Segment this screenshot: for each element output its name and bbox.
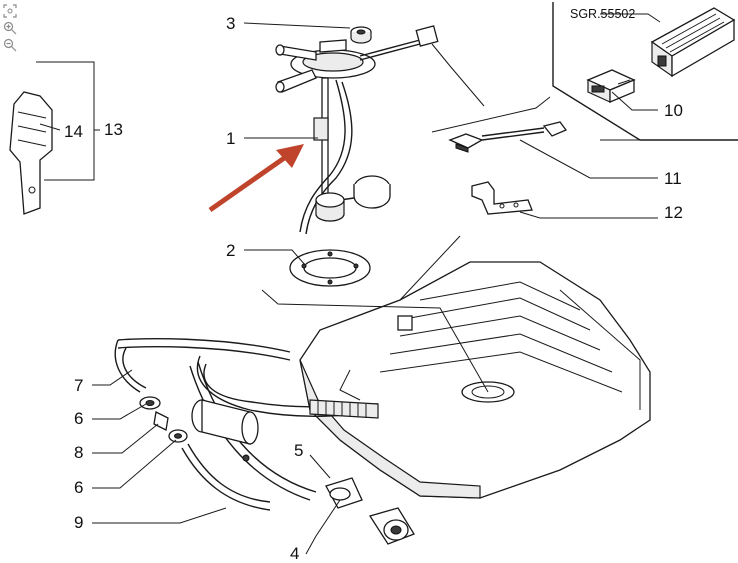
zoom-toolbar: [3, 4, 19, 52]
callout-6-upper[interactable]: 6: [74, 409, 83, 428]
part-9-hose[interactable]: [181, 443, 271, 511]
part-13-clip-bracket[interactable]: [9, 91, 53, 215]
connector-block-part[interactable]: [650, 7, 736, 78]
part-1-fuel-pump-sender[interactable]: [275, 25, 439, 235]
callout-13[interactable]: 13: [104, 120, 123, 139]
part-6-clamp-lower[interactable]: [168, 429, 188, 443]
inset-panel: [552, 2, 738, 141]
part-5-filler-neck[interactable]: [325, 477, 363, 509]
zoom-in-icon[interactable]: [3, 21, 17, 35]
part-4-filler-cap[interactable]: [368, 507, 415, 545]
callout-9[interactable]: 9: [74, 513, 83, 532]
leader-lines: [36, 13, 661, 555]
fit-view-icon[interactable]: [3, 4, 17, 18]
part-6-clamp-upper[interactable]: [139, 396, 161, 410]
filler-hose-assembly[interactable]: [114, 337, 379, 501]
callout-6-lower[interactable]: 6: [74, 478, 83, 497]
callout-1[interactable]: 1: [226, 129, 235, 148]
reference-code: SGR.55502: [570, 7, 635, 21]
callout-3[interactable]: 3: [226, 14, 235, 33]
callout-12[interactable]: 12: [664, 203, 683, 222]
callout-2[interactable]: 2: [226, 241, 235, 260]
part-12-bracket[interactable]: [471, 181, 533, 215]
part-3-nut[interactable]: [350, 26, 372, 44]
zoom-out-icon[interactable]: [3, 38, 17, 52]
highlight-arrow: [208, 144, 304, 213]
part-10-connector[interactable]: [586, 69, 636, 103]
callout-7[interactable]: 7: [74, 376, 83, 395]
callout-5[interactable]: 5: [294, 441, 303, 460]
part-11-wiring-harness[interactable]: [448, 121, 568, 153]
callout-14[interactable]: 14: [64, 122, 83, 141]
callout-11[interactable]: 11: [664, 169, 682, 188]
callout-8[interactable]: 8: [74, 443, 83, 462]
part-8-connector[interactable]: [153, 411, 169, 431]
fuel-tank[interactable]: [299, 261, 651, 499]
part-2-gasket[interactable]: [289, 249, 371, 287]
callout-10[interactable]: 10: [664, 101, 683, 120]
callout-4[interactable]: 4: [290, 544, 299, 563]
